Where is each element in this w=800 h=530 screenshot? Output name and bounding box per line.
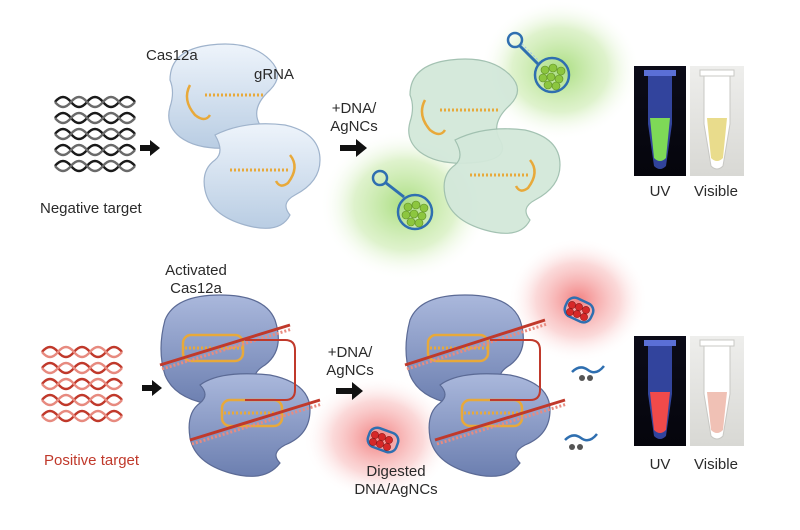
red-cluster-lower: [366, 426, 400, 454]
hairpin-probe-green-lower: [371, 169, 434, 231]
target-dna-bound-right: [404, 318, 568, 446]
arrow-top-1: [140, 140, 160, 156]
label-positive-target: Positive target: [44, 452, 140, 469]
arrow-top-2: [340, 139, 367, 157]
label-add-reagent-top-2: AgNCs: [330, 118, 378, 135]
positive-dna-stack: [40, 345, 124, 423]
arrow-bottom-2: [336, 382, 363, 400]
label-digested-1: Digested: [366, 463, 426, 480]
tube-uv-bottom: [634, 336, 686, 446]
red-glow-top-right: [508, 238, 648, 362]
label-add-reagent-top-1: +DNA/: [331, 100, 377, 117]
label-grna: gRNA: [254, 66, 295, 83]
tube-uv-top: [634, 66, 686, 176]
label-uv-top: UV: [649, 183, 671, 200]
tube-visible-bottom: [690, 336, 744, 446]
arrow-bottom-1: [142, 380, 162, 396]
label-add-reagent-bottom-1: +DNA/: [327, 344, 373, 361]
cas12a-complex-top-right-lower: [443, 128, 561, 234]
hairpin-probe-green-upper: [506, 31, 571, 94]
label-activated-2: Cas12a: [170, 280, 222, 297]
label-negative-target: Negative target: [40, 200, 142, 217]
red-glow-bottom-left: [303, 376, 453, 500]
label-add-reagent-bottom-2: AgNCs: [326, 362, 374, 379]
activated-cas12a-right-lower: [428, 373, 551, 477]
label-digested-2: DNA/AgNCs: [354, 481, 438, 498]
label-visible-bottom: Visible: [694, 456, 738, 473]
label-activated-1: Activated: [165, 262, 227, 279]
tube-visible-top: [690, 66, 744, 176]
cas12a-complex-top-upper: [168, 43, 279, 149]
label-uv-bottom: UV: [649, 456, 671, 473]
cut-fragments: [564, 365, 605, 450]
label-visible-top: Visible: [694, 183, 738, 200]
target-dna-bound-left: [159, 323, 323, 446]
red-cluster-upper: [563, 296, 595, 324]
red-glow-group: [303, 238, 648, 500]
negative-dna-stack: [53, 95, 137, 173]
label-cas12a: Cas12a: [146, 47, 198, 64]
cas12a-complex-top-lower: [203, 123, 321, 229]
